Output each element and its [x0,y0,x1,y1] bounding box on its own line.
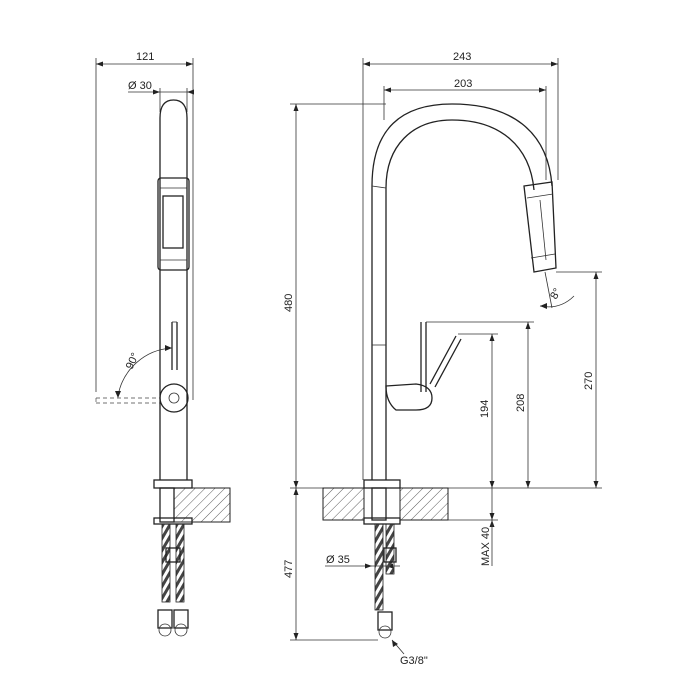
front-view: 243 203 480 8° 270 [283,51,602,667]
dim-thread: G3/8" [400,655,428,667]
dim-spout-height: 270 [583,372,595,390]
dim-lever-height-low: 194 [479,400,491,418]
dim-base-diameter: Ø 35 [326,554,350,566]
dim-total-height: 480 [283,294,295,312]
dim-side-width: 121 [136,51,154,63]
dim-spray-angle: 8° [548,286,564,301]
dim-side-diameter: Ø 30 [128,80,152,92]
dim-lever-angle: 90° [124,351,142,371]
dim-front-width: 243 [453,51,471,63]
dim-max-thickness: MAX 40 [480,527,492,566]
side-view: 121 Ø 30 90° [95,51,231,637]
dim-spout-reach: 203 [454,78,472,90]
dim-under-length: 477 [283,560,295,578]
dim-lever-height-high: 208 [515,394,527,412]
